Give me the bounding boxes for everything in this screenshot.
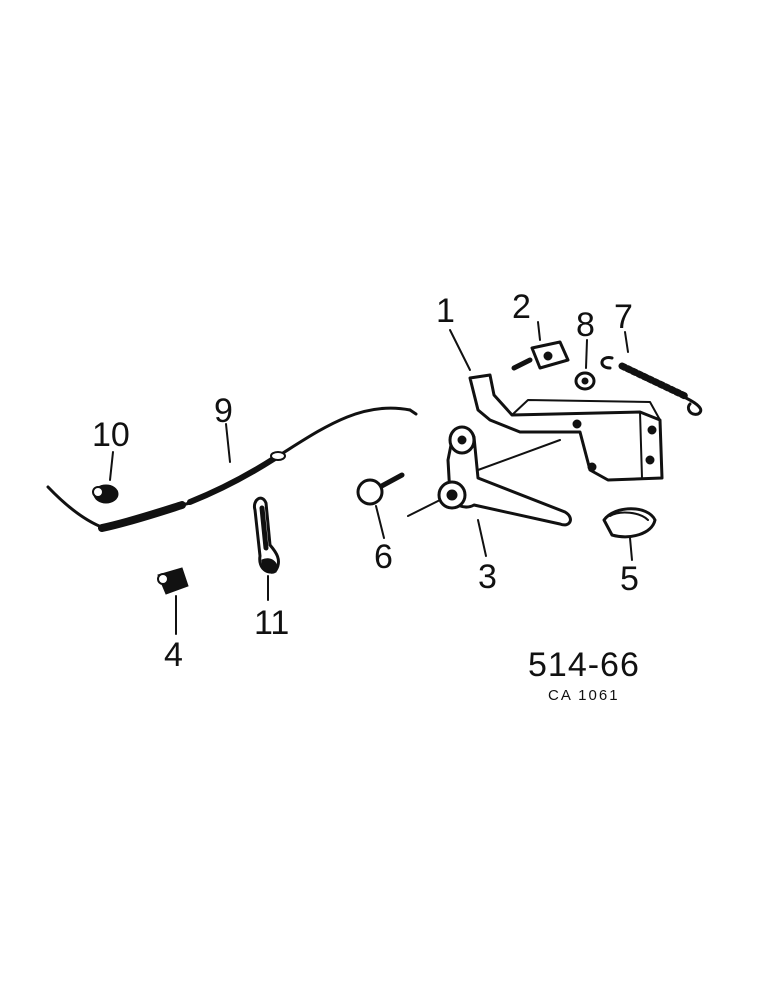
part-7-spring: [600, 356, 703, 416]
label-part-2: 2: [512, 288, 531, 326]
part-3-lever: [407, 425, 572, 527]
label-part-5: 5: [620, 560, 639, 598]
part-8-washer: [574, 371, 596, 391]
part-2-swivel: [511, 340, 570, 371]
part-4-ferrule: [157, 567, 189, 595]
label-part-7: 7: [614, 298, 633, 336]
diagram-code: 514-66: [528, 646, 640, 684]
label-part-3: 3: [478, 558, 497, 596]
part-1-bracket: [468, 373, 664, 482]
part-11-clip: [252, 496, 280, 574]
label-part-4: 4: [164, 636, 183, 674]
label-part-8: 8: [576, 306, 595, 344]
part-6-bolt: [356, 472, 405, 506]
label-part-10: 10: [92, 416, 130, 454]
label-part-9: 9: [214, 392, 233, 430]
part-9-cable: [46, 406, 418, 532]
label-part-6: 6: [374, 538, 393, 576]
callout-labels: 1 2 3 4 5 6 7 8 9 10 11: [92, 288, 639, 674]
label-part-11: 11: [254, 604, 289, 642]
part-10-nipple: [92, 484, 119, 504]
label-part-1: 1: [436, 292, 455, 330]
leader-lines: [109, 321, 633, 635]
diagram-subcode: CA 1061: [548, 687, 620, 704]
part-5-knob: [602, 507, 657, 539]
